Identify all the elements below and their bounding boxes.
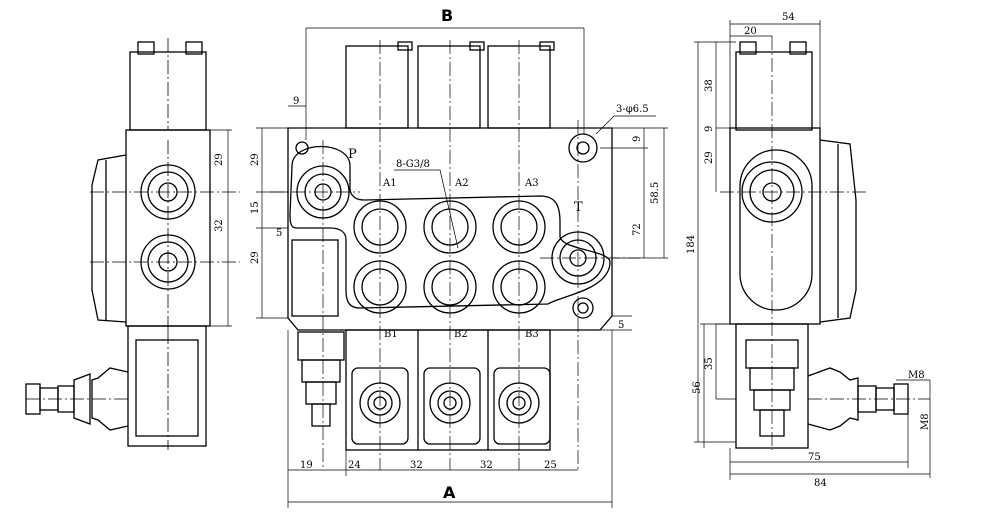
port-A3-label: A3: [524, 178, 539, 189]
thread-note: 8-G3/8: [396, 159, 430, 170]
left-dim-32: 32: [214, 219, 225, 232]
bottom-dim-24: 24: [348, 460, 361, 471]
left-dim-29-top: 29: [250, 153, 261, 166]
port-B2-label: B2: [454, 329, 468, 340]
right-dim-58-5: 58.5: [650, 182, 661, 204]
right-dim-20: 20: [744, 26, 757, 37]
right-dim-M8-top: M8: [908, 370, 925, 381]
front-view: [256, 27, 668, 508]
port-A1-label: A1: [382, 178, 397, 189]
right-dim-54: 54: [782, 12, 795, 23]
right-dim-29: 29: [704, 151, 715, 164]
left-dim-29: 29: [214, 153, 225, 166]
right-dim-9: 9: [632, 136, 643, 142]
dim-A: A: [443, 483, 456, 502]
left-dim-5: 5: [276, 228, 282, 239]
left-side-view: [25, 38, 240, 450]
right-dim-184: 184: [686, 235, 697, 254]
right-dim-75: 75: [808, 452, 821, 463]
right-dim-35: 35: [704, 357, 715, 370]
left-dim-29-bottom: 29: [250, 251, 261, 264]
right-dim-72: 72: [632, 223, 643, 236]
right-dim-84: 84: [814, 478, 827, 489]
left-dim-9: 9: [293, 96, 299, 107]
right-dim-38: 38: [704, 79, 715, 92]
port-B3-label: B3: [525, 329, 539, 340]
right-dim-9b: 9: [704, 126, 715, 132]
port-A2-label: A2: [454, 178, 469, 189]
right-dim-5: 5: [618, 320, 624, 331]
bottom-dim-19: 19: [300, 460, 313, 471]
right-dim-M8-side: M8: [920, 413, 931, 430]
hole-note: 3-φ6.5: [616, 104, 649, 115]
port-T-label: T: [574, 200, 583, 215]
right-dim-56: 56: [692, 381, 703, 394]
right-side-view: [694, 20, 931, 480]
dim-B: B: [441, 6, 453, 25]
left-dim-15: 15: [250, 201, 261, 214]
bottom-dim-32b: 32: [480, 460, 493, 471]
bottom-dim-25: 25: [544, 460, 557, 471]
port-P-label: P: [348, 147, 357, 162]
port-B1-label: B1: [384, 329, 398, 340]
bottom-dim-32a: 32: [410, 460, 423, 471]
